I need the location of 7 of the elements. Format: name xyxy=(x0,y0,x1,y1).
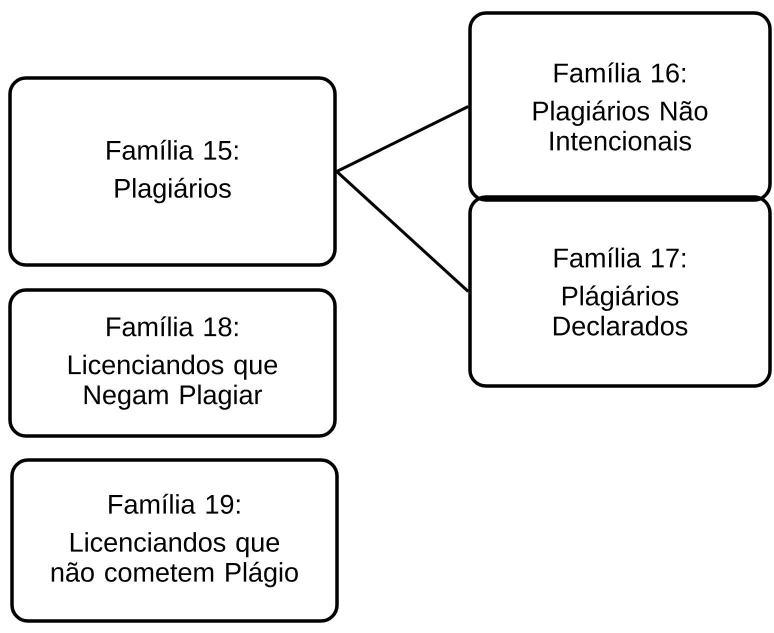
process-box: Família 18: Licenciandos que Negam Plagiar xyxy=(8,288,337,438)
process-box: Família 19: Licenciandos que não cometem Plágio xyxy=(10,458,339,623)
connector-line xyxy=(336,170,470,293)
process-box: Família 15: Plagiários xyxy=(8,76,337,267)
connector-line xyxy=(336,105,469,173)
process-box: Família 17: Plágiários Declarados xyxy=(468,195,772,388)
process-box: Família 16: Plagiários Não Intencionais xyxy=(468,11,772,202)
